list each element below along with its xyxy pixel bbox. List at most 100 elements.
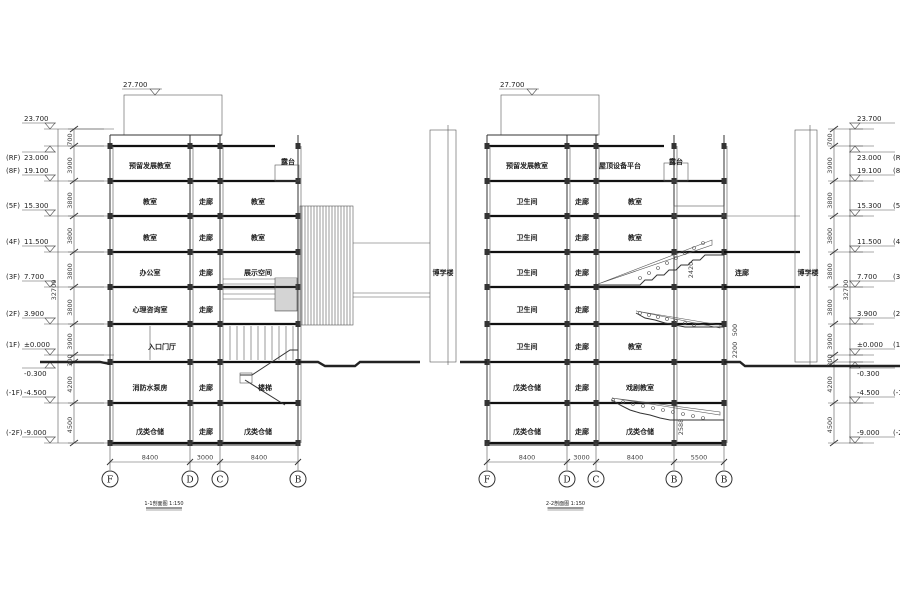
level-triangle-icon xyxy=(849,122,861,130)
sightline xyxy=(635,310,721,329)
axis-label: B xyxy=(721,476,728,486)
room-label: 卫生间 xyxy=(517,342,538,351)
room-label: 教室 xyxy=(627,233,642,242)
storey-dimension: 4500 xyxy=(66,417,74,434)
room-label: 走廊 xyxy=(199,197,213,206)
level-value: 11.500 xyxy=(24,238,49,246)
column xyxy=(593,284,599,290)
linework xyxy=(22,88,900,511)
column xyxy=(187,178,193,184)
storey-dimension: 3800 xyxy=(66,263,74,280)
column xyxy=(295,249,301,255)
column xyxy=(721,178,727,184)
dim-tick xyxy=(670,458,678,466)
ground-line xyxy=(40,360,111,366)
axis-bubble xyxy=(101,470,119,488)
column xyxy=(295,321,301,327)
room-label: 卫生间 xyxy=(517,197,538,206)
level-triangle-icon xyxy=(44,209,56,217)
column xyxy=(107,178,113,184)
column xyxy=(107,359,113,365)
axis-label: D xyxy=(563,476,570,486)
column xyxy=(187,213,193,219)
storey-dimension: 4200 xyxy=(66,376,74,393)
axis-label: F xyxy=(484,476,490,486)
room-label: 预留发展教室 xyxy=(129,161,171,170)
level-triangle-icon xyxy=(526,88,538,96)
seat-icon xyxy=(692,246,696,250)
column xyxy=(484,143,490,149)
seat-icon xyxy=(656,266,660,270)
axis-label: C xyxy=(593,476,600,486)
column xyxy=(484,400,490,406)
room-label: 露台 xyxy=(669,157,683,166)
level-triangle-icon xyxy=(849,348,861,356)
level-value: -9.000 xyxy=(24,429,47,437)
span-dimension: 8400 xyxy=(519,454,536,462)
room-label: 戊类仓储 xyxy=(512,427,541,436)
stair-hatch xyxy=(274,277,298,312)
room-label: 走廊 xyxy=(575,383,589,392)
storey-dimension: 300 xyxy=(66,354,74,366)
column xyxy=(484,284,490,290)
level-value: -4.500 xyxy=(24,389,47,397)
seat-icon xyxy=(681,412,685,416)
dim-tick xyxy=(720,458,728,466)
seat-icon xyxy=(638,311,642,315)
level-tag: (4F) xyxy=(6,238,20,246)
level-tag: (2F) xyxy=(893,310,900,318)
column xyxy=(187,143,193,149)
column xyxy=(593,178,599,184)
room-label: 卫生间 xyxy=(517,268,538,277)
level-tag: (5F) xyxy=(893,202,900,210)
column xyxy=(217,213,223,219)
column xyxy=(107,321,113,327)
column xyxy=(107,213,113,219)
level-value: -9.000 xyxy=(857,429,880,437)
sightline xyxy=(597,239,713,285)
axis-label: D xyxy=(186,476,193,486)
room-label: 戊类仓储 xyxy=(243,427,272,436)
room-label: 戊类仓储 xyxy=(512,383,541,392)
level-triangle-icon xyxy=(849,436,861,444)
louver-facade xyxy=(301,206,351,325)
column xyxy=(187,359,193,365)
level-value: -0.300 xyxy=(24,370,47,378)
room-label: 走廊 xyxy=(575,305,589,314)
seat-icon xyxy=(641,404,645,408)
level-triangle-icon xyxy=(849,145,861,153)
room-label: 走廊 xyxy=(199,383,213,392)
level-triangle-icon xyxy=(44,396,56,404)
level-tag: (RF) xyxy=(6,154,21,162)
seat-icon xyxy=(665,261,669,265)
room-label: 走廊 xyxy=(199,305,213,314)
column xyxy=(671,321,677,327)
level-value: 23.700 xyxy=(857,115,882,123)
span-dimension: 8400 xyxy=(251,454,268,462)
dim-tick xyxy=(216,458,224,466)
local-dimension: 500 xyxy=(731,324,739,336)
axis-bubble xyxy=(211,470,229,488)
level-tag: (RF) xyxy=(893,154,900,162)
storey-dimension: 3800 xyxy=(826,263,834,280)
dim-tick xyxy=(592,458,600,466)
column xyxy=(671,400,677,406)
column xyxy=(295,400,301,406)
room-label: 教室 xyxy=(627,197,642,206)
seat-icon xyxy=(665,317,669,321)
storey-dimension: 700 xyxy=(66,133,74,145)
dim-tick xyxy=(483,458,491,466)
column xyxy=(564,400,570,406)
room-label: 展示空间 xyxy=(243,268,272,277)
room-label: 心理咨询室 xyxy=(133,305,168,314)
room-label: 屋顶设备平台 xyxy=(599,161,641,170)
span-dimension: 8400 xyxy=(142,454,159,462)
dim-tick xyxy=(186,458,194,466)
room-label: 走廊 xyxy=(575,427,589,436)
seat-icon xyxy=(656,315,660,319)
level-value: 23.700 xyxy=(24,115,49,123)
column xyxy=(593,213,599,219)
adjacent-building xyxy=(429,129,457,363)
storey-dimension: 4500 xyxy=(826,417,834,434)
bridge-parapet xyxy=(673,205,725,217)
